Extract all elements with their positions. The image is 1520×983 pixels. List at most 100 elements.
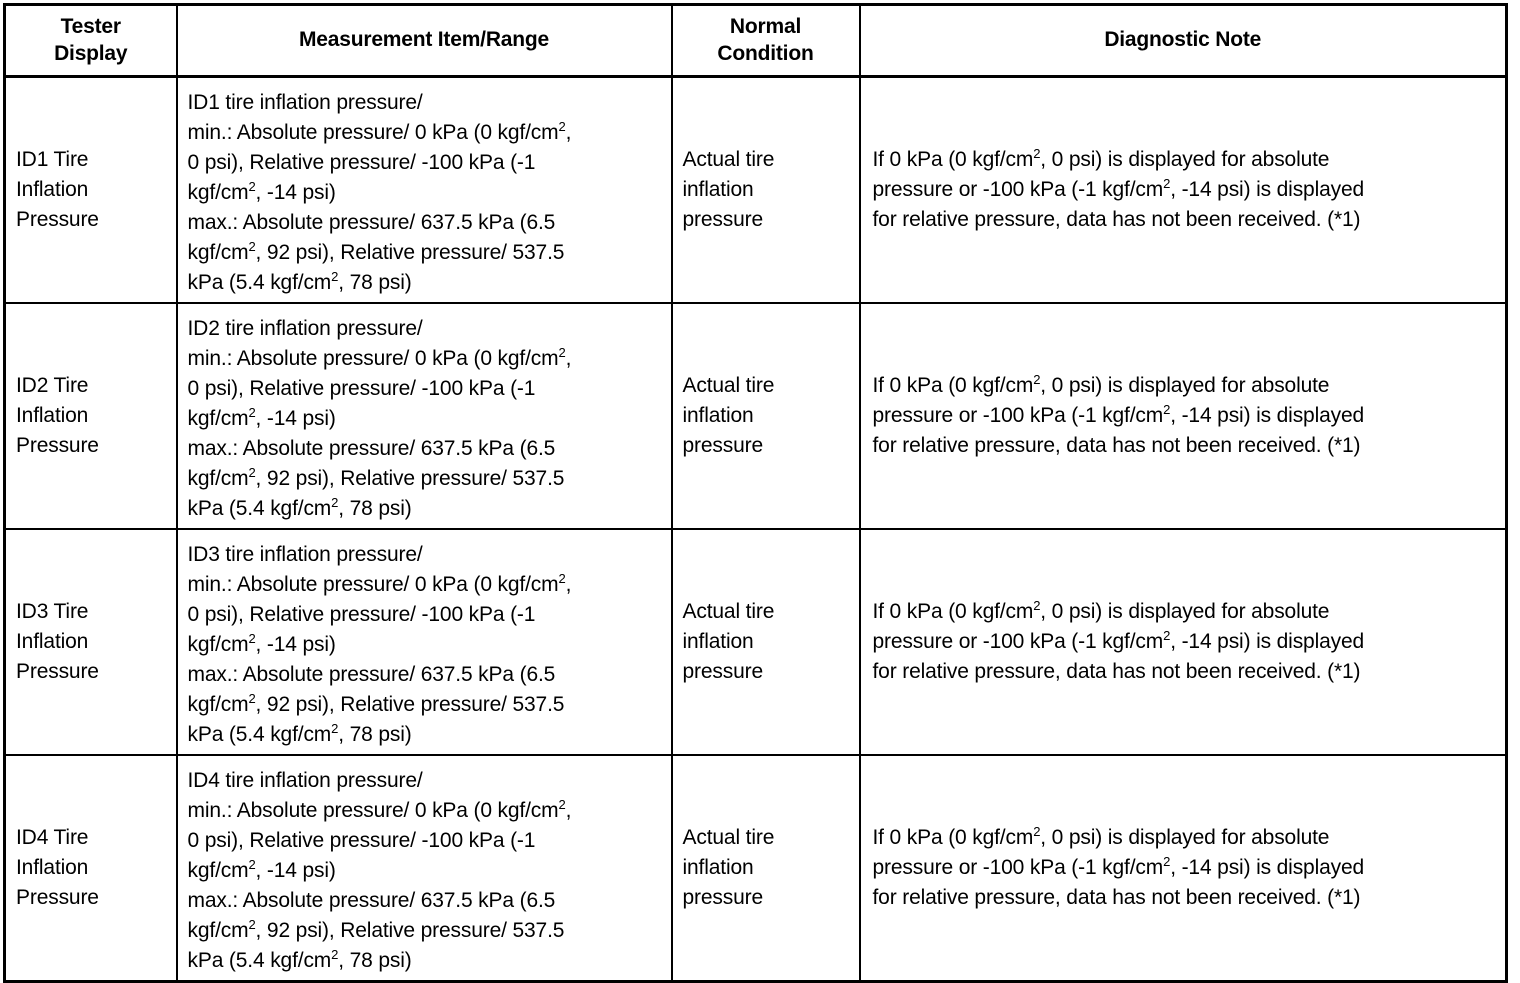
superscript-two: 2 <box>248 917 256 932</box>
cell-measurement-range: ID3 tire inflation pressure/ min.: Absol… <box>176 529 673 756</box>
note-text: If 0 kPa (0 kgf/cm <box>872 374 1034 397</box>
cell-diagnostic-note: If 0 kPa (0 kgf/cm2, 0 psi) is displayed… <box>860 755 1507 982</box>
measure-text-tail: , 78 psi) <box>338 949 412 972</box>
superscript-two: 2 <box>1033 146 1041 161</box>
measure-line-6: kgf/cm2, 92 psi), Relative pressure/ 537… <box>188 238 663 268</box>
tpms-diagnostic-table: Tester Display Measurement Item/Range No… <box>3 3 1508 983</box>
tester-line-2: Inflation <box>16 404 89 427</box>
tester-line-1: ID3 Tire <box>16 600 89 623</box>
measure-line-2: min.: Absolute pressure/ 0 kPa (0 kgf/cm… <box>188 344 663 374</box>
diagnostic-table-container: Tester Display Measurement Item/Range No… <box>3 3 1508 983</box>
measure-text: kPa (5.4 kgf/cm <box>187 949 332 972</box>
measure-line-7: kPa (5.4 kgf/cm2, 78 psi) <box>188 946 663 976</box>
measure-text-tail: , 92 psi), Relative pressure/ 537.5 <box>255 241 565 264</box>
superscript-two: 2 <box>558 345 566 360</box>
header-line-1: Diagnostic Note <box>1104 28 1262 51</box>
measure-line-3: 0 psi), Relative pressure/ -100 kPa (-1 <box>187 603 536 626</box>
note-line-3: for relative pressure, data has not been… <box>872 886 1361 909</box>
normal-line-1: Actual tire <box>682 148 775 171</box>
measure-text: kPa (5.4 kgf/cm <box>187 497 332 520</box>
measure-line-6: kgf/cm2, 92 psi), Relative pressure/ 537… <box>188 690 663 720</box>
measure-text: kgf/cm <box>187 919 249 942</box>
tester-line-1: ID2 Tire <box>16 374 89 397</box>
cell-diagnostic-note: If 0 kPa (0 kgf/cm 2 , 0 psi) is displayed… <box>859 529 1507 756</box>
header-line-2: Display <box>54 41 128 65</box>
measure-text: min.: Absolute pressure/ 0 kPa (0 kgf/cm <box>187 121 559 144</box>
measure-text-tail: , -14 psi) <box>255 633 336 656</box>
superscript-two: 2 <box>1163 628 1171 643</box>
superscript-two: 2 <box>1033 372 1041 387</box>
measure-line-5: max.: Absolute pressure/ 637.5 kPa (6.5 <box>187 663 556 686</box>
measure-line-3: 0 psi), Relative pressure/ -100 kPa (-1 <box>187 829 536 852</box>
superscript-two: 2 <box>248 857 256 872</box>
note-text-tail: , 0 psi) is displayed for absolute <box>1040 148 1330 171</box>
measure-text: kgf/cm <box>187 181 249 204</box>
measure-line-4: kgf/cm2, -14 psi) <box>188 178 663 208</box>
measure-text: kgf/cm <box>187 407 249 430</box>
measure-text: kPa (5.4 kgf/cm <box>187 271 332 294</box>
measure-line-7: kPa (5.4 kgf/cm2, 78 psi) <box>188 494 663 524</box>
note-line-2: pressure or -100 kPa (-1 kgf/cm2, -14 ps… <box>873 853 1496 883</box>
header-line-1: Measurement Item/Range <box>298 28 549 51</box>
measure-text: kgf/cm <box>187 467 249 490</box>
measure-line-2: min.: Absolute pressure/ 0 kPa (0 kgf/cm… <box>188 118 663 148</box>
note-text: If 0 kPa (0 kgf/cm <box>872 600 1034 623</box>
measure-text: kgf/cm <box>187 241 249 264</box>
measure-text-tail: , 92 psi), Relative pressure/ 537.5 <box>255 693 565 716</box>
note-text-tail: , 0 psi) is displayed for absolute <box>1040 600 1330 623</box>
measure-text-tail: , 92 psi), Relative pressure/ 537.5 <box>255 919 565 942</box>
measure-text: min.: Absolute pressure/ 0 kPa (0 kgf/cm <box>187 347 559 370</box>
note-line-1: If 0 kPa (0 kgf/cm2, 0 psi) is displayed… <box>873 597 1496 627</box>
cell-normal-condition: Actual tire inflation pressure <box>671 755 861 982</box>
note-text: If 0 kPa (0 kgf/cm <box>872 826 1034 849</box>
note-line-1: If 0 kPa (0 kgf/cm2, 0 psi) is displayed… <box>873 823 1496 853</box>
note-text: pressure or -100 kPa (-1 kgf/cm <box>872 856 1164 879</box>
superscript-two: 2 <box>331 269 339 284</box>
column-header-measurement-item-range: Measurement Item/Range <box>176 4 673 78</box>
header-line-1: Normal <box>729 14 802 38</box>
cell-normal-condition: Actual tire inflation pressure <box>671 529 861 756</box>
note-text-tail: , -14 psi) is displayed <box>1170 404 1365 427</box>
note-text: pressure or -100 kPa (-1 kgf/cm <box>872 178 1164 201</box>
measure-text-tail: , <box>565 799 572 822</box>
note-line-2: pressure or -100 kPa (-1 kgf/cm2, -14 ps… <box>873 175 1496 205</box>
measure-line-3: 0 psi), Relative pressure/ -100 kPa (-1 <box>187 151 536 174</box>
note-text-tail: , -14 psi) is displayed <box>1170 178 1365 201</box>
tester-line-2: Inflation <box>16 856 89 879</box>
superscript-two: 2 <box>331 947 339 962</box>
tester-line-3: Pressure <box>16 208 99 231</box>
table-row: ID4 Tire Inflation Pressure ID4 tire inf… <box>4 755 1507 982</box>
measure-line-4: kgf/cm2, -14 psi) <box>188 856 663 886</box>
tester-line-3: Pressure <box>16 660 99 683</box>
measure-line-7: kPa (5.4 kgf/cm2, 78 psi) <box>188 720 663 750</box>
column-header-diagnostic-note: Diagnostic Note <box>859 4 1507 78</box>
note-line-3: for relative pressure, data has not been… <box>872 208 1361 231</box>
measure-line-1: ID4 tire inflation pressure/ <box>187 769 423 792</box>
header-line-1: Tester <box>60 14 121 38</box>
measure-text: kgf/cm <box>187 859 249 882</box>
normal-line-3: pressure <box>682 660 764 683</box>
measure-text: kPa (5.4 kgf/cm <box>187 723 332 746</box>
note-line-3: for relative pressure, data has not been… <box>872 434 1361 457</box>
note-text-tail: , -14 psi) is displayed <box>1170 856 1365 879</box>
tester-line-3: Pressure <box>16 886 99 909</box>
measure-line-5: max.: Absolute pressure/ 637.5 kPa (6.5 <box>187 211 556 234</box>
tester-line-3: Pressure <box>16 434 99 457</box>
header-row: Tester Display Measurement Item/Range No… <box>4 4 1507 78</box>
measure-line-1: ID3 tire inflation pressure/ <box>187 543 423 566</box>
measure-text-tail: , 92 psi), Relative pressure/ 537.5 <box>255 467 565 490</box>
tester-line-1: ID4 Tire <box>16 826 89 849</box>
superscript-two: 2 <box>248 465 256 480</box>
superscript-two: 2 <box>1033 824 1041 839</box>
measure-line-2: min.: Absolute pressure/ 0 kPa (0 kgf/cm… <box>188 796 663 826</box>
normal-line-1: Actual tire <box>682 826 775 849</box>
table-body: ID1 Tire Inflation Pressure ID1 tire inf… <box>4 76 1507 982</box>
superscript-two: 2 <box>248 691 256 706</box>
note-text: pressure or -100 kPa (-1 kgf/cm <box>872 630 1164 653</box>
table-row: ID2 Tire Inflation Pressure ID2 tire inf… <box>4 303 1507 530</box>
cell-measurement-range: ID1 tire inflation pressure/ min.: Absol… <box>176 76 673 304</box>
tester-line-1: ID1 Tire <box>16 148 89 171</box>
note-line-2: pressure or -100 kPa (-1 kgf/cm2, -14 ps… <box>873 627 1496 657</box>
note-text: If 0 kPa (0 kgf/cm <box>872 148 1034 171</box>
measure-text-tail: , 78 psi) <box>338 497 412 520</box>
